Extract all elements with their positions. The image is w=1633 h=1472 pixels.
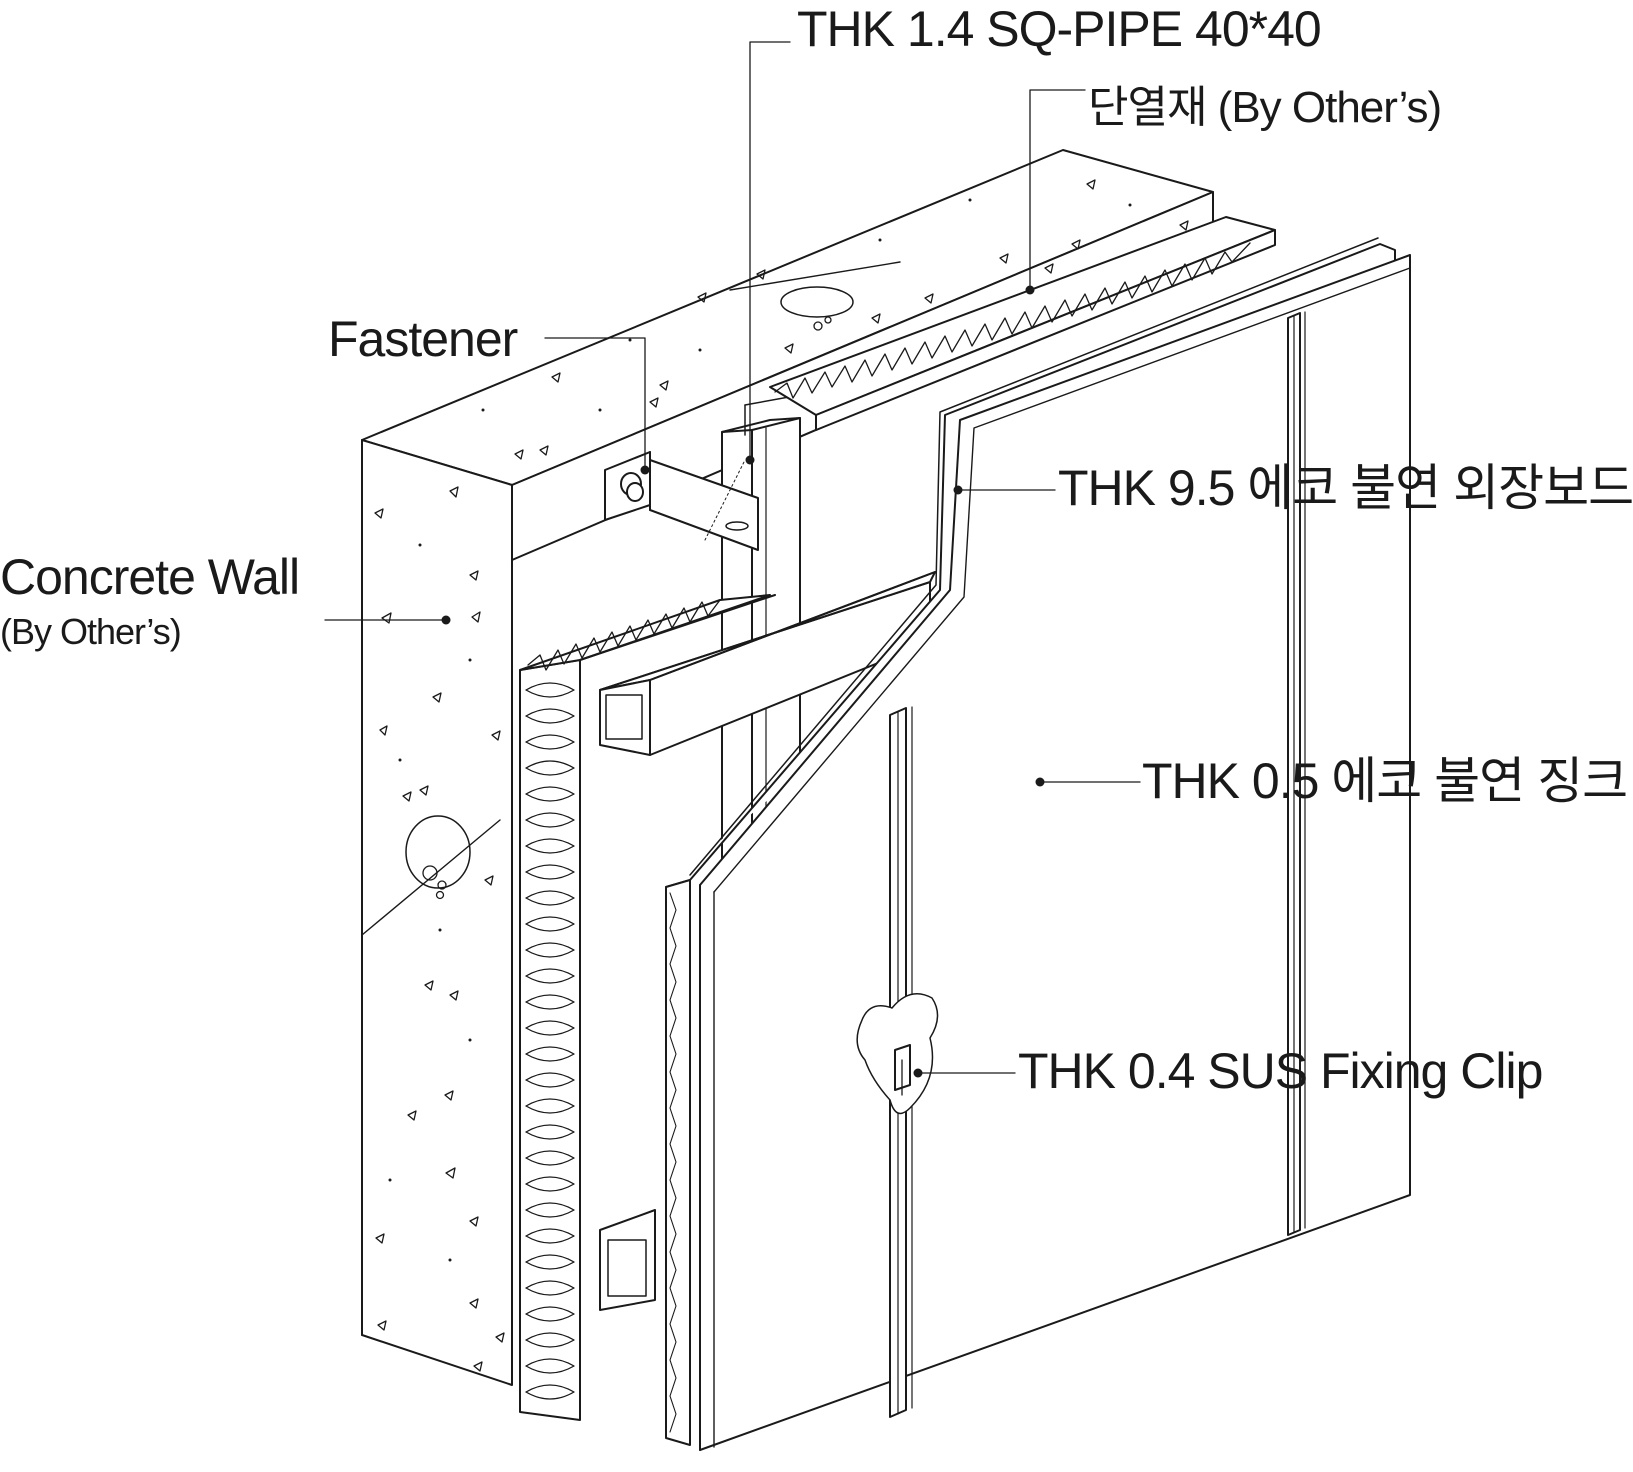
insulation-batt-pattern (525, 682, 575, 1400)
label-concrete-wall-sub: (By Other’s) (0, 611, 182, 652)
label-zinc: THK 0.5 에코 불연 징크 (1142, 753, 1628, 809)
insulation-left (519, 594, 776, 1421)
label-clip: THK 0.4 SUS Fixing Clip (1018, 1043, 1543, 1099)
label-fastener: Fastener (328, 311, 518, 367)
label-concrete-wall: Concrete Wall (0, 549, 300, 605)
zinc-panel (699, 254, 1411, 1451)
concrete-crack (361, 819, 501, 936)
concrete-front-face (361, 439, 513, 1386)
concrete-void (780, 286, 854, 318)
leader-lines (324, 41, 1141, 1074)
label-sq-pipe: THK 1.4 SQ-PIPE 40*40 (797, 1, 1322, 57)
leader-fastener (544, 337, 646, 471)
label-board: THK 9.5 에코 불연 외장보드 (1058, 460, 1633, 516)
leader-dots (441, 285, 1045, 1078)
fixing-clip (894, 1044, 911, 1096)
standing-seam-right (1287, 311, 1306, 1236)
concrete-void (405, 815, 471, 889)
fastener-bracket (604, 451, 759, 551)
insulation-top (769, 216, 1276, 431)
leader-insulation (1029, 89, 1086, 291)
concrete-specks (388, 198, 1132, 1262)
leader-sq-pipe (749, 41, 791, 461)
horizontal-sq-pipe (599, 571, 936, 756)
label-insulation: 단열재 (By Other’s) (1088, 83, 1442, 132)
concrete-crack (729, 261, 901, 291)
lower-sq-pipe (599, 1209, 656, 1311)
